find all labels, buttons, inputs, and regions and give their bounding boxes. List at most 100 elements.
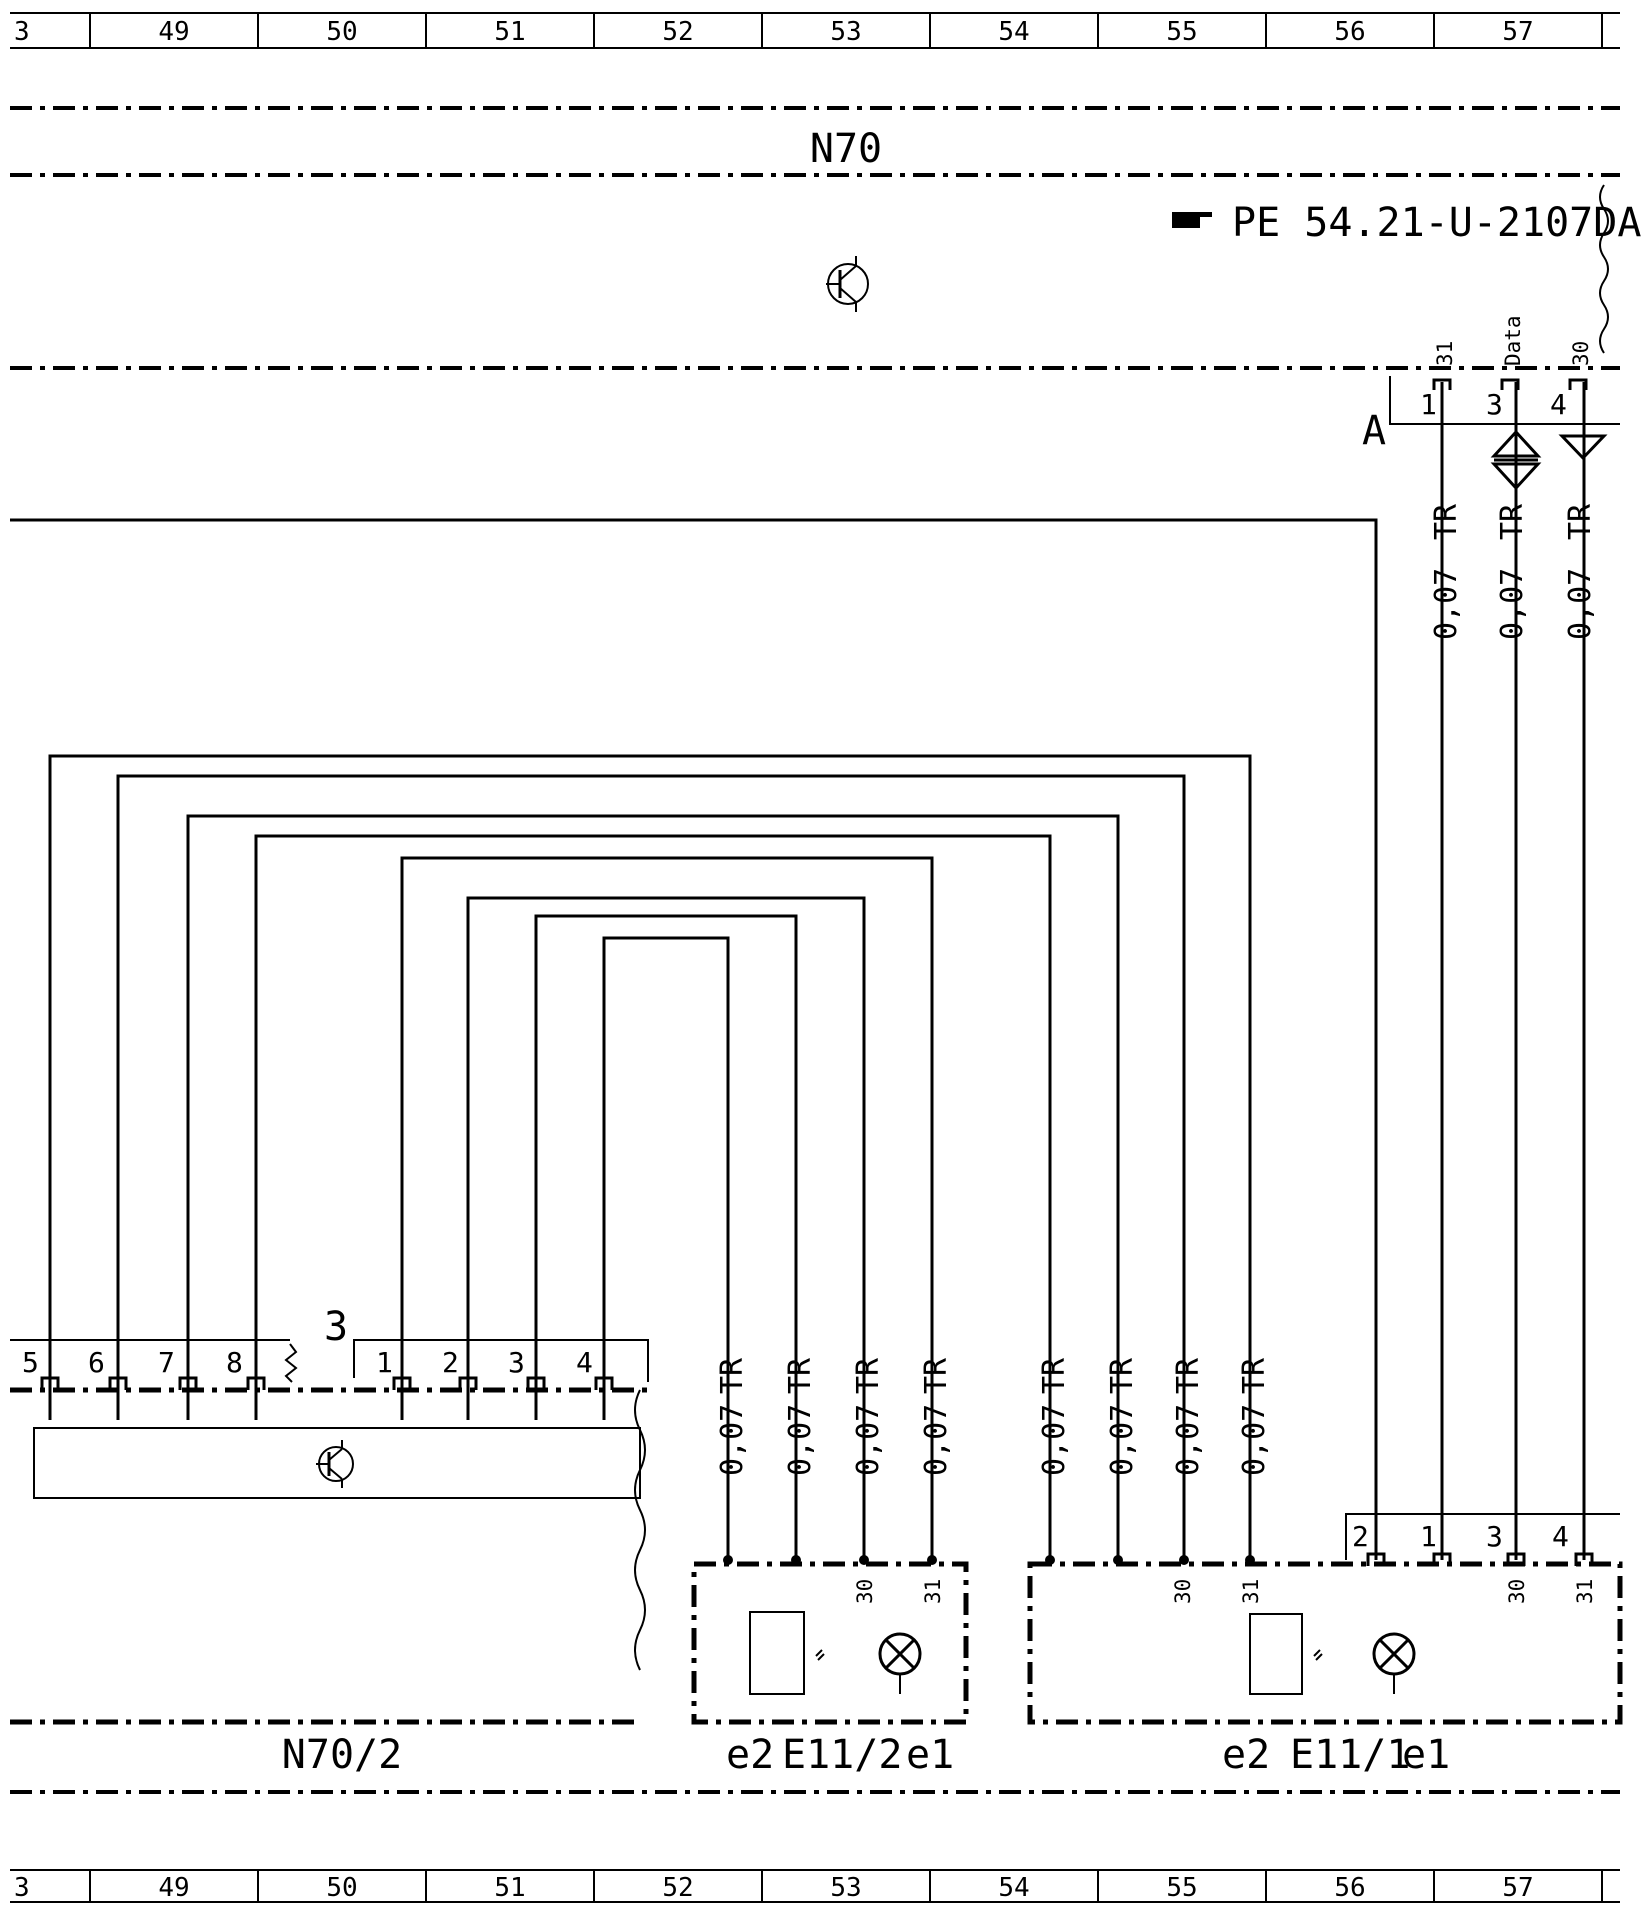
lamp-left-e1: e1 [906, 1732, 954, 1778]
terminal-label: 31 [1239, 1579, 1263, 1604]
grid-label: 56 [1334, 1873, 1365, 1903]
connector-pin: 4 [1552, 1520, 1569, 1553]
lamp-unit-e11-2: 30 31 e2 E11/2 e1 [691, 1555, 969, 1778]
lamp-icon [878, 1632, 922, 1694]
wires [10, 382, 1586, 1560]
grid-label: 52 [662, 1873, 693, 1903]
grid-strip-bottom: 3 49 50 51 52 53 54 55 56 57 [10, 1869, 1620, 1903]
wire-size: 0,07 [1429, 568, 1464, 640]
terminal-label: 30 [1171, 1579, 1195, 1604]
pin-socket-icon [458, 1376, 478, 1390]
connector-a-pin: 1 [1420, 388, 1437, 421]
lamp-left-e2: e2 [726, 1732, 774, 1778]
module-n70: N70 [10, 106, 1620, 370]
wire-color: TR [783, 1357, 818, 1394]
pin-socket-icon [178, 1376, 198, 1390]
wire-color: TR [851, 1357, 886, 1394]
connector-3-pin: 4 [576, 1346, 593, 1379]
wire-size: 0,07 [1237, 1404, 1272, 1476]
grid-label: 50 [326, 1873, 357, 1903]
transistor-icon [316, 1440, 354, 1488]
pin-socket-icon [1432, 378, 1452, 390]
wire-color: TR [1037, 1357, 1072, 1394]
grid-label: 51 [494, 17, 525, 47]
grid-label: 57 [1502, 17, 1533, 47]
grid-label: 54 [998, 1873, 1029, 1903]
lamp-right-name: E11/1 [1290, 1732, 1410, 1778]
wire-size: 0,07 [715, 1404, 750, 1476]
grid-label: 50 [326, 17, 357, 47]
pin-socket-icon [1506, 1552, 1526, 1566]
pointing-hand-icon [1172, 212, 1212, 228]
connector-3-pin: 7 [158, 1346, 175, 1379]
wire-color: TR [715, 1357, 750, 1394]
module-label-n70-2: N70/2 [282, 1732, 402, 1778]
grid-strip-top: 3 49 50 51 52 53 54 55 56 57 [10, 12, 1620, 49]
pin-socket-icon [40, 1376, 60, 1390]
connector-3-pin: 3 [508, 1346, 525, 1379]
connector-3-pin: 5 [22, 1346, 39, 1379]
wire-size: 0,07 [1037, 1404, 1072, 1476]
grid-label: 55 [1166, 17, 1197, 47]
grid-label: 57 [1502, 1873, 1533, 1903]
pin-socket-icon [1574, 1552, 1594, 1566]
grid-label: 49 [158, 17, 189, 47]
pin-socket-icon [1432, 1552, 1452, 1566]
grid-label: 53 [830, 17, 861, 47]
terminal-label: 30 [853, 1579, 877, 1604]
grid-label: 3 [14, 1873, 30, 1903]
connector-pin: 1 [1420, 1520, 1437, 1553]
connector-3-pin: 6 [88, 1346, 105, 1379]
connector-3-pin: 8 [226, 1346, 243, 1379]
connector-a-signal: 31 [1433, 341, 1457, 366]
grid-label: 54 [998, 17, 1029, 47]
wire-labels: 0,07 TR 0,07 TR 0,07 TR 0,07 TR 0,07 TR … [715, 503, 1598, 1476]
lamp-unit-e11-1: 30 31 2 1 3 4 30 31 e2 E11/1 e1 [1027, 1513, 1623, 1778]
module-label-n70: N70 [810, 126, 882, 172]
connector-a-label: A [1362, 408, 1386, 454]
terminal-label: 31 [1573, 1579, 1597, 1604]
pin-socket-icon [1366, 1552, 1386, 1566]
module-n70-2: N70/2 [10, 1389, 646, 1778]
grid-label: 53 [830, 1873, 861, 1903]
led-icon [749, 1611, 825, 1695]
terminal-label: 30 [1505, 1579, 1529, 1604]
grid-label: 56 [1334, 17, 1365, 47]
pin-socket-icon [1568, 378, 1588, 390]
wire-color: TR [1429, 503, 1464, 540]
wire-size: 0,07 [851, 1404, 886, 1476]
wire-size: 0,07 [783, 1404, 818, 1476]
connector-pin: 3 [1486, 1520, 1503, 1553]
wire-size: 0,07 [1171, 1404, 1206, 1476]
terminal-label: 31 [921, 1579, 945, 1604]
connector-a-signal: Data [1501, 315, 1525, 366]
wire-color: TR [1105, 1357, 1140, 1394]
wire-size: 0,07 [1105, 1404, 1140, 1476]
wire-size: 0,07 [1495, 568, 1530, 640]
grid-label: 55 [1166, 1873, 1197, 1903]
pin-socket-icon [526, 1376, 546, 1390]
pin-socket-icon [246, 1376, 266, 1390]
lamp-right-e2: e2 [1222, 1732, 1270, 1778]
connector-a-pin: 4 [1550, 388, 1567, 421]
wire-color: TR [1495, 503, 1530, 540]
lamp-left-name: E11/2 [782, 1732, 902, 1778]
grid-label: 3 [14, 17, 30, 47]
wire-color: TR [1237, 1357, 1272, 1394]
pin-socket-icon [594, 1376, 614, 1390]
connector-a-signal: 30 [1569, 341, 1593, 366]
pin-socket-icon [1500, 378, 1520, 390]
wire-color: TR [1171, 1357, 1206, 1394]
lamp-right-e1: e1 [1402, 1732, 1450, 1778]
connector-a-pin: 3 [1486, 388, 1503, 421]
wire-color: TR [1563, 503, 1598, 540]
wire-size: 0,07 [1563, 568, 1598, 640]
grid-label: 52 [662, 17, 693, 47]
lamp-icon [1372, 1632, 1416, 1694]
grid-label: 51 [494, 1873, 525, 1903]
reference: PE 54.21-U-2107DA [1172, 200, 1641, 246]
pin-socket-icon [392, 1376, 412, 1390]
wire-color: TR [919, 1357, 954, 1394]
connector-3-label: 3 [324, 1304, 348, 1350]
